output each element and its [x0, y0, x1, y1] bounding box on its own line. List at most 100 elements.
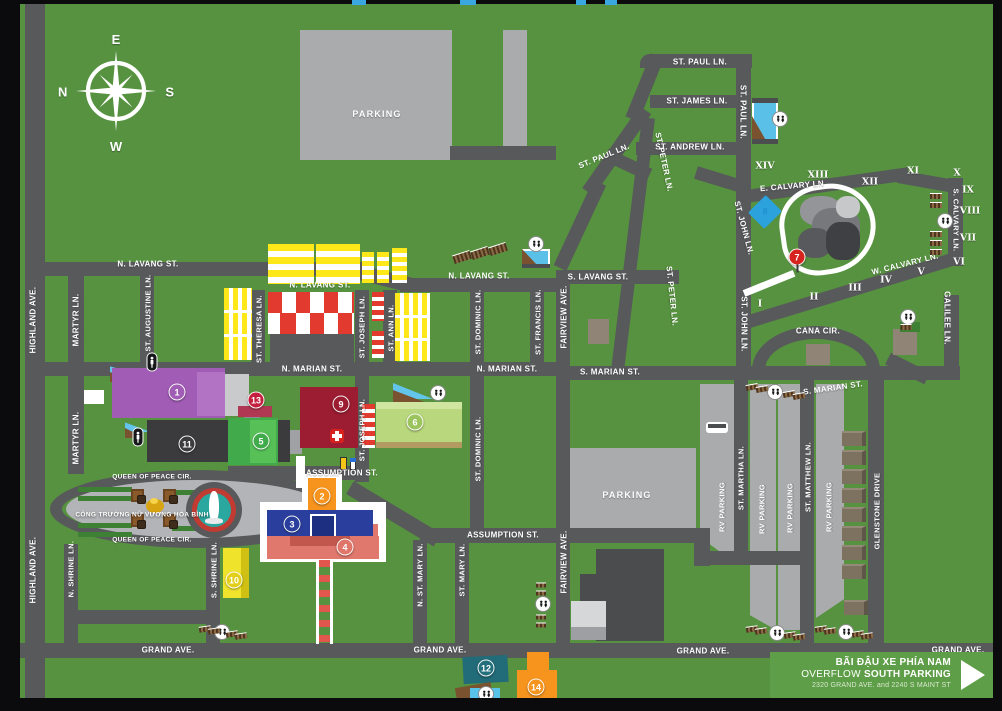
- rv-parking-strip: [816, 384, 844, 618]
- restroom-icon: [937, 213, 953, 229]
- street-label: ST. FRANCIS LN.: [533, 289, 543, 355]
- street-label: QUEEN OF PEACE CIR.: [112, 473, 192, 481]
- building-cana: [806, 344, 830, 365]
- overflow-parking-banner: BÃI ĐẬU XE PHÍA NAM OVERFLOW SOUTH PARKI…: [770, 652, 993, 698]
- street-label: RV PARKING: [757, 484, 767, 534]
- building-marker-1: 1: [168, 383, 186, 401]
- road-st-paul: [640, 54, 752, 68]
- restroom-icon: [838, 624, 854, 640]
- building-marker-6: 6: [406, 413, 424, 431]
- kiosk: [340, 457, 347, 470]
- building-striped: [268, 244, 314, 284]
- frame-left: [0, 0, 20, 711]
- map-shape: [395, 338, 430, 341]
- canopy: [125, 422, 151, 432]
- road-st-andrew: [636, 142, 742, 155]
- restroom-icon: [132, 427, 144, 447]
- restroom-icon: [430, 385, 446, 401]
- street-label: GRAND AVE.: [141, 645, 195, 655]
- frame-bottom: [0, 698, 1002, 711]
- tree-icon: [169, 495, 178, 504]
- map-shape: [78, 496, 132, 501]
- street-label: ST. PETER LN.: [653, 131, 675, 193]
- road-grand-ave: [20, 643, 993, 658]
- tree-icon: [137, 495, 146, 504]
- restroom-icon: [900, 309, 916, 325]
- map-shape: [376, 442, 462, 448]
- map-shape: [377, 252, 389, 283]
- street-label: S. SHRINE LN.: [209, 541, 219, 599]
- rv-parking-strip: [778, 384, 800, 630]
- map-shape: [197, 372, 225, 416]
- restroom-icon: [528, 236, 544, 252]
- map-shape: [84, 390, 104, 404]
- map-shape: [400, 278, 566, 292]
- road-s-calvary: [948, 178, 963, 266]
- street-label: N. LAVANG ST.: [448, 271, 510, 281]
- building-marker-8: 8: [756, 202, 774, 220]
- building-dark: [596, 549, 664, 641]
- street-label: MARTYR LN.: [71, 411, 81, 465]
- bench-icon: [536, 622, 546, 628]
- house: [842, 431, 866, 446]
- street-label: ST. JOSEPH LN.: [357, 295, 367, 359]
- map-shape: [224, 334, 252, 337]
- compass-west-label: W: [109, 139, 123, 154]
- street-label: ST. ANDREW LN.: [655, 142, 725, 152]
- building-striped: [224, 288, 252, 360]
- street-label: GLENSTONE DRIVE: [872, 472, 882, 550]
- compass-east-label: E: [111, 32, 121, 47]
- street-label: ST. PAUL LN.: [738, 84, 748, 140]
- map-shape: [395, 315, 430, 318]
- map-shape: [700, 551, 814, 565]
- house: [842, 450, 866, 465]
- street-label: S. LAVANG ST.: [567, 272, 629, 282]
- street-label: N. MARIAN ST.: [476, 364, 538, 374]
- road-glenstone: [868, 380, 884, 645]
- station-of-the-cross-numeral: VIII: [959, 205, 981, 217]
- road-galilee: [944, 295, 959, 375]
- street-label: ST. DOMINIC LN.: [473, 416, 483, 482]
- road-martyr-ln: [68, 262, 84, 474]
- building-checkered: [268, 292, 354, 313]
- street-label: ST. MARTHA LN.: [736, 445, 746, 511]
- map-shape: [362, 404, 375, 448]
- map-shape: [224, 310, 252, 313]
- street-label: N. ST. MARY LN.: [415, 543, 425, 607]
- road-fairview-ave: [556, 270, 570, 650]
- map-shape: [310, 514, 336, 538]
- map-shape: [330, 560, 333, 644]
- building-marker-9: 9: [332, 395, 350, 413]
- bench-icon: [823, 627, 837, 635]
- map-shape: [836, 196, 860, 218]
- station-of-the-cross-numeral: X: [953, 167, 961, 179]
- top-tick: [352, 0, 366, 5]
- map-shape: [372, 292, 384, 321]
- house: [844, 600, 868, 615]
- map-shape: [553, 179, 607, 271]
- map-shape: [172, 526, 198, 531]
- building-marker-7: 7: [788, 248, 806, 266]
- restroom-icon: [535, 596, 551, 612]
- map-shape: [350, 458, 356, 462]
- street-label: GRAND AVE.: [676, 646, 730, 656]
- road-st-martha: [734, 378, 748, 556]
- map-shape: [296, 456, 305, 488]
- map-shape: [752, 98, 778, 103]
- building-14: [527, 652, 549, 671]
- restroom-icon: [146, 352, 158, 372]
- building-marker-4: 4: [336, 538, 354, 556]
- road-n-st-mary: [413, 540, 427, 646]
- map-shape: [78, 523, 132, 528]
- compass-south-label: S: [165, 84, 174, 100]
- map-shape: [290, 536, 350, 546]
- street-label: HIGHLAND AVE.: [28, 536, 38, 604]
- street-label: PARKING: [352, 109, 402, 119]
- station-of-the-cross-numeral: III: [848, 282, 862, 294]
- street-label: N. LAVANG ST.: [117, 259, 179, 269]
- station-of-the-cross-numeral: I: [757, 298, 763, 310]
- banner-address: 2320 GRAND AVE. and 2240 S MAINT ST: [811, 682, 951, 689]
- building-striped: [316, 244, 360, 284]
- map-shape: [316, 560, 319, 644]
- station-of-the-cross-numeral: XIII: [807, 169, 829, 181]
